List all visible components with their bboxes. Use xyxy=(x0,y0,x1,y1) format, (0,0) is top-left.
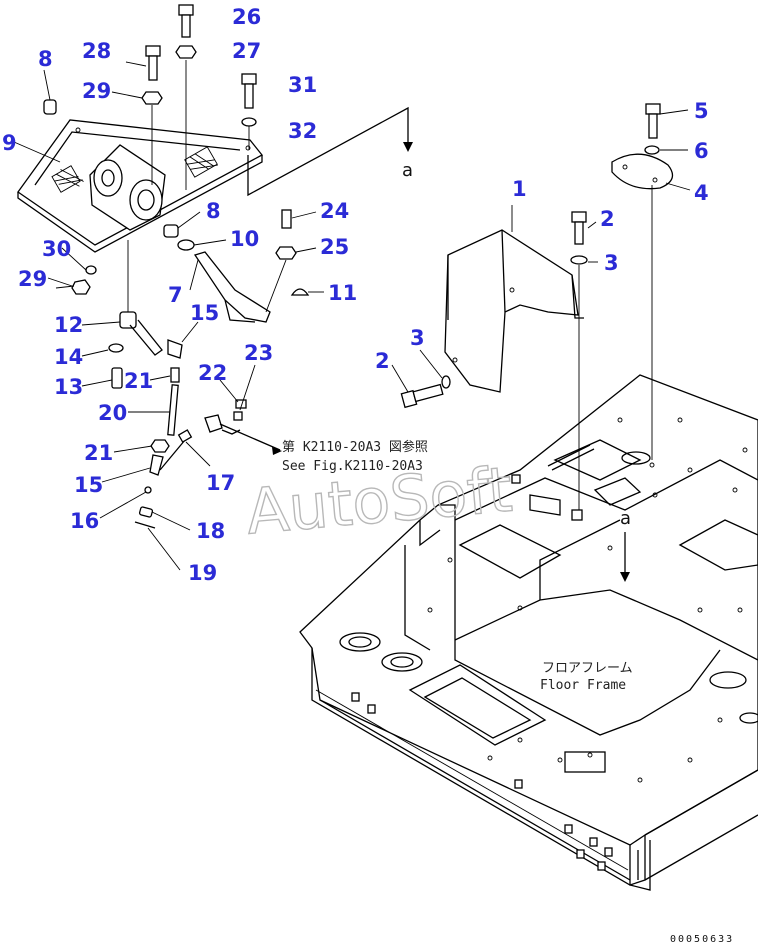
nut-23 xyxy=(233,411,243,421)
reference-letter-bottom: a xyxy=(620,508,631,529)
bolt-2-lower xyxy=(400,383,444,409)
callout-2-lower: 2 xyxy=(375,349,390,373)
callout-28: 28 xyxy=(82,39,111,63)
callout-4: 4 xyxy=(694,181,709,205)
floor-frame-label-en: Floor Frame xyxy=(540,678,626,693)
pedal-bracket xyxy=(17,119,263,253)
pin-13 xyxy=(111,367,123,389)
see-figure-note-jp: 第 K2110-20A3 図参照 xyxy=(282,439,428,455)
washer-6 xyxy=(644,145,660,155)
pin-18 xyxy=(138,506,154,518)
cap-8-mid xyxy=(163,224,179,238)
callout-12: 12 xyxy=(54,313,83,337)
cable-17 xyxy=(159,414,281,471)
callout-17: 17 xyxy=(206,471,235,495)
callout-5: 5 xyxy=(694,99,709,123)
callout-8-mid: 8 xyxy=(206,199,221,223)
see-figure-arrow xyxy=(272,447,282,455)
nut-29-lower xyxy=(71,279,91,295)
joint-15-upper xyxy=(167,339,183,359)
callout-13: 13 xyxy=(54,375,83,399)
stopper-11 xyxy=(290,288,310,296)
document-id: 00050633 xyxy=(670,934,734,945)
callout-20: 20 xyxy=(98,401,127,425)
washer-3-lower xyxy=(441,375,451,389)
callout-27: 27 xyxy=(232,39,261,63)
callout-21-upper: 21 xyxy=(124,369,153,393)
callout-9: 9 xyxy=(2,131,17,155)
callout-16: 16 xyxy=(70,509,99,533)
nut-27 xyxy=(175,45,197,59)
washer-3-upper xyxy=(570,255,588,265)
callout-6: 6 xyxy=(694,139,709,163)
callout-25: 25 xyxy=(320,235,349,259)
callout-26: 26 xyxy=(232,5,261,29)
bolt-5 xyxy=(645,103,661,139)
callout-7: 7 xyxy=(168,283,183,307)
bolt-28 xyxy=(145,45,161,81)
leader-nut-25 xyxy=(265,259,287,313)
callout-21-lower: 21 xyxy=(84,441,113,465)
callout-3-upper: 3 xyxy=(604,251,619,275)
callout-30: 30 xyxy=(42,237,71,261)
callout-15-lower: 15 xyxy=(74,473,103,497)
callout-23: 23 xyxy=(244,341,273,365)
lever-12 xyxy=(119,311,163,356)
cotter-19 xyxy=(134,521,156,529)
callout-22: 22 xyxy=(198,361,227,385)
washer-10 xyxy=(177,239,195,251)
leader-lines xyxy=(13,61,691,571)
bolt-31 xyxy=(241,73,257,109)
bolt-26 xyxy=(178,4,194,38)
floor-frame xyxy=(299,374,758,891)
callout-numbers: 1 2 2 3 3 4 5 6 7 8 8 9 10 11 12 13 14 1… xyxy=(2,5,709,585)
callout-11: 11 xyxy=(328,281,357,305)
floor-frame-label-jp: フロアフレーム xyxy=(542,661,633,676)
callout-31: 31 xyxy=(288,73,317,97)
callout-24: 24 xyxy=(320,199,349,223)
cap-8-top xyxy=(43,99,57,115)
cable-end xyxy=(221,429,241,435)
pin-16 xyxy=(144,486,152,494)
callout-14: 14 xyxy=(54,345,83,369)
reference-line-a: a a xyxy=(247,106,631,582)
nut-25 xyxy=(275,246,297,260)
pedal-arm xyxy=(193,251,271,323)
washer-14 xyxy=(108,343,124,353)
washer-32 xyxy=(241,117,257,127)
joint-15-lower xyxy=(149,454,164,476)
see-figure-note-en: See Fig.K2110-20A3 xyxy=(282,459,423,474)
callout-32: 32 xyxy=(288,119,317,143)
callout-29-top: 29 xyxy=(82,79,111,103)
reference-letter-top: a xyxy=(402,160,413,181)
bolt-2-upper xyxy=(571,211,587,245)
callout-10: 10 xyxy=(230,227,259,251)
plate-4 xyxy=(611,153,674,190)
bolt-24 xyxy=(281,209,292,229)
callout-19: 19 xyxy=(188,561,217,585)
callout-8-top: 8 xyxy=(38,47,53,71)
nut-21-lower xyxy=(150,439,170,453)
callout-29-lower: 29 xyxy=(18,267,47,291)
callout-15-upper: 15 xyxy=(190,301,219,325)
callout-1: 1 xyxy=(512,177,527,201)
callout-3-lower: 3 xyxy=(410,326,425,350)
cover-plate xyxy=(444,229,584,393)
washer-30 xyxy=(85,265,97,275)
callout-2-upper: 2 xyxy=(600,207,615,231)
rod-20 xyxy=(167,367,180,436)
nut-29-top xyxy=(141,91,163,105)
callout-18: 18 xyxy=(196,519,225,543)
